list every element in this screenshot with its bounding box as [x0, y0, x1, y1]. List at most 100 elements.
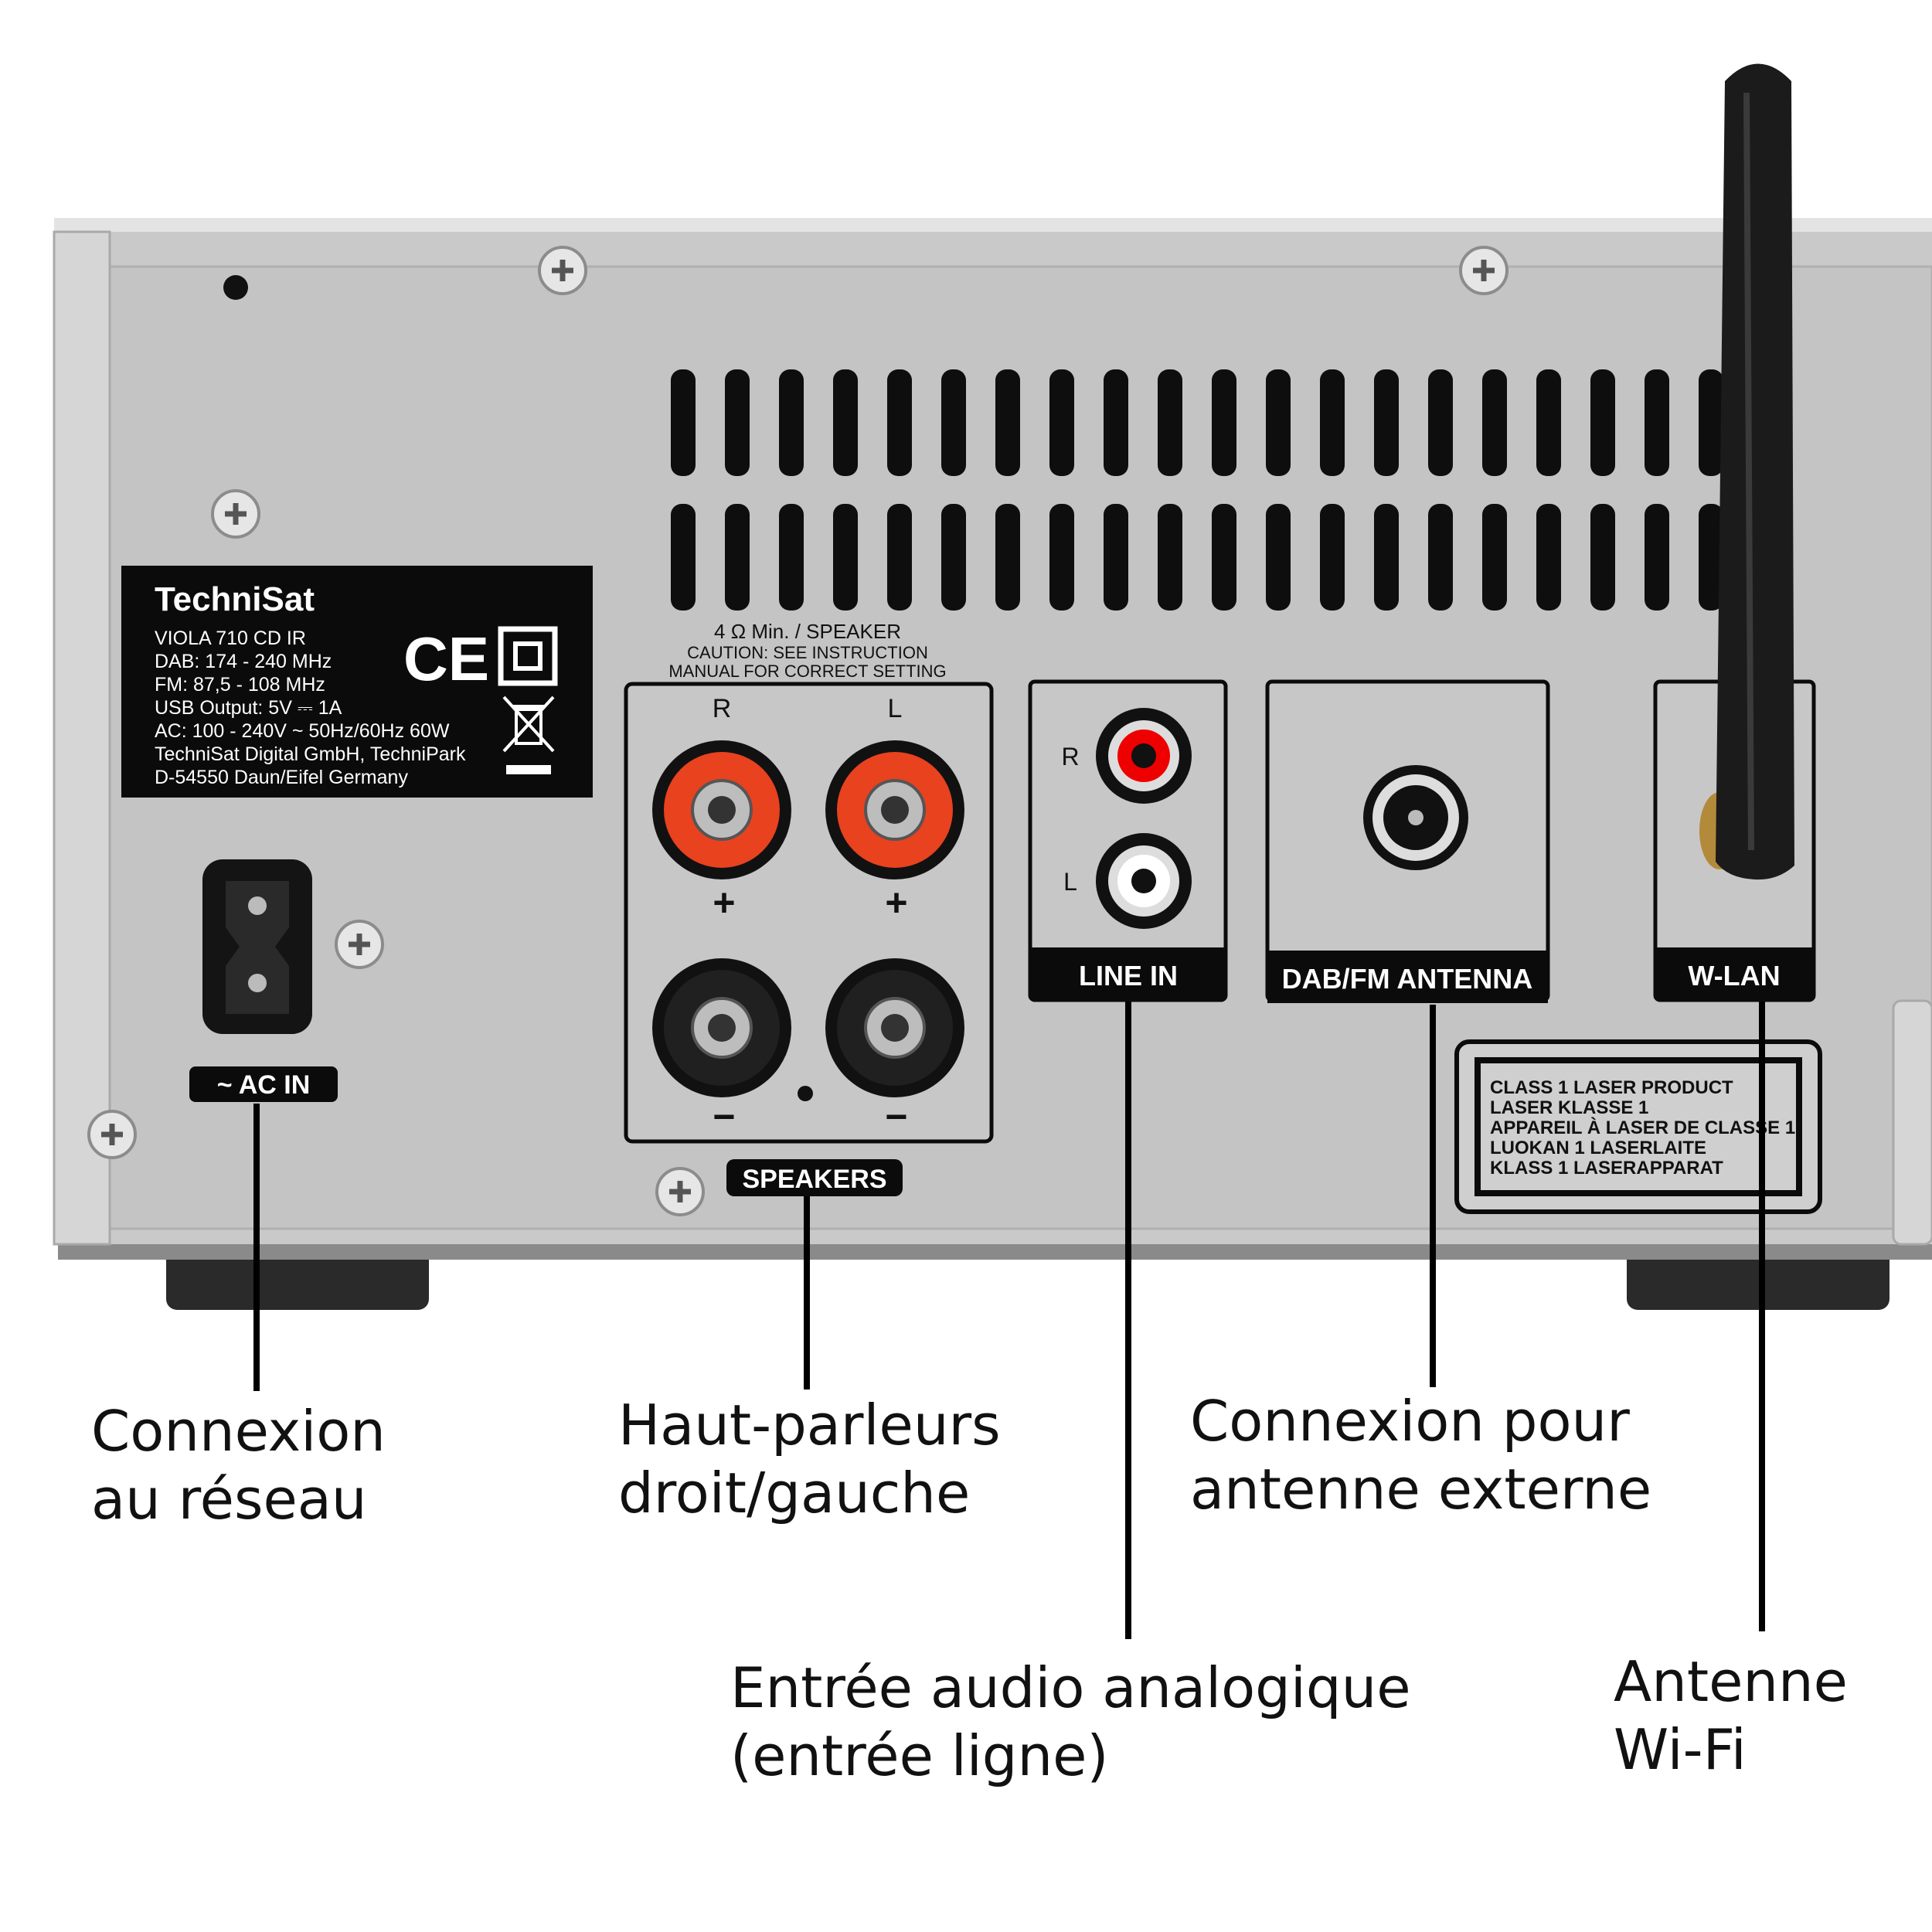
vent-slot	[1482, 504, 1507, 611]
speaker-warning-3: MANUAL FOR CORRECT SETTING	[668, 662, 946, 681]
vent-slot	[1212, 369, 1236, 476]
line-in-caption-box	[1030, 947, 1226, 1000]
ac-pin-top	[248, 896, 267, 915]
vent-slot	[671, 504, 696, 611]
vent-slot	[833, 369, 858, 476]
leader-antenna	[1430, 1005, 1436, 1387]
label-usb: USB Output: 5V ⎓ 1A	[155, 697, 342, 719]
speaker-plus-left: +	[885, 881, 907, 924]
vent-slot	[1104, 369, 1128, 476]
screw-slot	[669, 1181, 691, 1202]
vent-slot	[941, 504, 966, 611]
weee-bar-icon	[506, 765, 551, 774]
line-in-caption: LINE IN	[1079, 960, 1178, 992]
mount-hole	[223, 275, 248, 300]
speaker-plus-right: +	[713, 881, 735, 924]
left-bracket	[53, 230, 111, 1246]
vent-slot	[779, 504, 804, 611]
leader-power	[253, 1104, 260, 1391]
vent-slot	[995, 504, 1020, 611]
rca-left-jack	[1096, 833, 1192, 929]
wlan-caption-box	[1655, 947, 1814, 1000]
brand-logo-text: TechniSat	[155, 580, 315, 618]
callout-speakers: Haut-parleurs droit/gauche	[618, 1393, 1001, 1526]
vent-slot	[1266, 504, 1291, 611]
wifi-antenna-highlight	[1743, 92, 1754, 851]
leader-speakers	[804, 1196, 810, 1389]
label-model: VIOLA 710 CD IR	[155, 628, 306, 649]
rca-right-jack	[1096, 708, 1192, 804]
speakers-caption: SPEAKERS	[742, 1165, 886, 1194]
antenna-coax-socket	[1363, 765, 1468, 870]
speaker-label-right: R	[713, 694, 732, 723]
speaker-terminals	[652, 740, 964, 1097]
vent-slot	[1374, 504, 1399, 611]
vent-slot	[725, 504, 750, 611]
vent-slot	[779, 369, 804, 476]
vent-slot	[1266, 369, 1291, 476]
speaker-minus-left: −	[885, 1095, 907, 1138]
label-ac: AC: 100 - 240V ~ 50Hz/60Hz 60W	[155, 720, 450, 742]
screw-slot	[101, 1124, 123, 1145]
vent-slot	[671, 369, 696, 476]
vent-slot	[1699, 369, 1723, 476]
vent-slot	[1590, 504, 1615, 611]
ac-in-caption-box	[189, 1066, 338, 1102]
ac-in-caption: ~ AC IN	[217, 1070, 311, 1100]
leader-line-in	[1125, 1002, 1131, 1639]
speaker-warning-2: CAUTION: SEE INSTRUCTION	[687, 643, 928, 662]
vent-slot	[1428, 369, 1453, 476]
vent-slot	[725, 369, 750, 476]
ac-pin-bottom	[248, 974, 267, 992]
label-address: D-54550 Daun/Eifel Germany	[155, 767, 408, 788]
vent-slot	[1699, 504, 1723, 611]
vent-slot	[1049, 369, 1074, 476]
antenna-caption-box	[1267, 951, 1548, 1003]
laser-line-3: APPAREIL À LASER DE CLASSE 1	[1490, 1117, 1795, 1138]
vent-slot	[1320, 369, 1345, 476]
ce-mark-icon: CE	[403, 624, 489, 693]
ventilation-slots	[671, 369, 1723, 611]
vent-slot	[1428, 504, 1453, 611]
label-dab: DAB: 174 - 240 MHz	[155, 651, 332, 672]
right-bracket	[1892, 999, 1932, 1246]
screw-slot	[552, 260, 573, 281]
screw-slot	[225, 503, 247, 525]
speaker-terminal-hole	[881, 796, 909, 824]
laser-line-4: LUOKAN 1 LASERLAITE	[1490, 1138, 1706, 1158]
callout-antenna: Connexion pour antenne externe	[1190, 1389, 1652, 1522]
leader-wifi	[1759, 1002, 1765, 1631]
vent-slot	[1536, 504, 1561, 611]
vent-slot	[1645, 504, 1669, 611]
vent-slot	[1049, 504, 1074, 611]
label-fm: FM: 87,5 - 108 MHz	[155, 674, 325, 696]
vent-slot	[887, 369, 912, 476]
class-two-icon-inner	[513, 641, 543, 671]
label-company: TechniSat Digital GmbH, TechniPark	[155, 743, 466, 765]
vent-slot	[1212, 504, 1236, 611]
laser-line-2: LASER KLASSE 1	[1490, 1097, 1648, 1118]
class-two-icon	[498, 626, 558, 686]
speaker-terminal-hole	[881, 1014, 909, 1042]
vent-slot	[887, 504, 912, 611]
screw-slot	[349, 934, 370, 955]
speaker-dot	[798, 1086, 813, 1101]
wifi-antenna	[1716, 63, 1794, 880]
wlan-caption: W-LAN	[1688, 960, 1780, 992]
vent-slot	[1104, 504, 1128, 611]
vent-slot	[941, 369, 966, 476]
speakers-caption-box	[726, 1159, 903, 1196]
laser-line-5: KLASS 1 LASERAPPARAT	[1490, 1158, 1723, 1179]
speaker-minus-right: −	[713, 1095, 735, 1138]
vent-slot	[995, 369, 1020, 476]
callout-power: Connexion au réseau	[91, 1399, 386, 1532]
laser-line-1: CLASS 1 LASER PRODUCT	[1490, 1077, 1733, 1098]
vent-slot	[1320, 504, 1345, 611]
vent-slot	[833, 504, 858, 611]
vent-slot	[1645, 369, 1669, 476]
speaker-warning-1: 4 Ω Min. / SPEAKER	[714, 620, 901, 643]
speaker-label-left: L	[888, 694, 903, 723]
line-in-label-left: L	[1063, 868, 1077, 896]
vent-slot	[1158, 369, 1182, 476]
